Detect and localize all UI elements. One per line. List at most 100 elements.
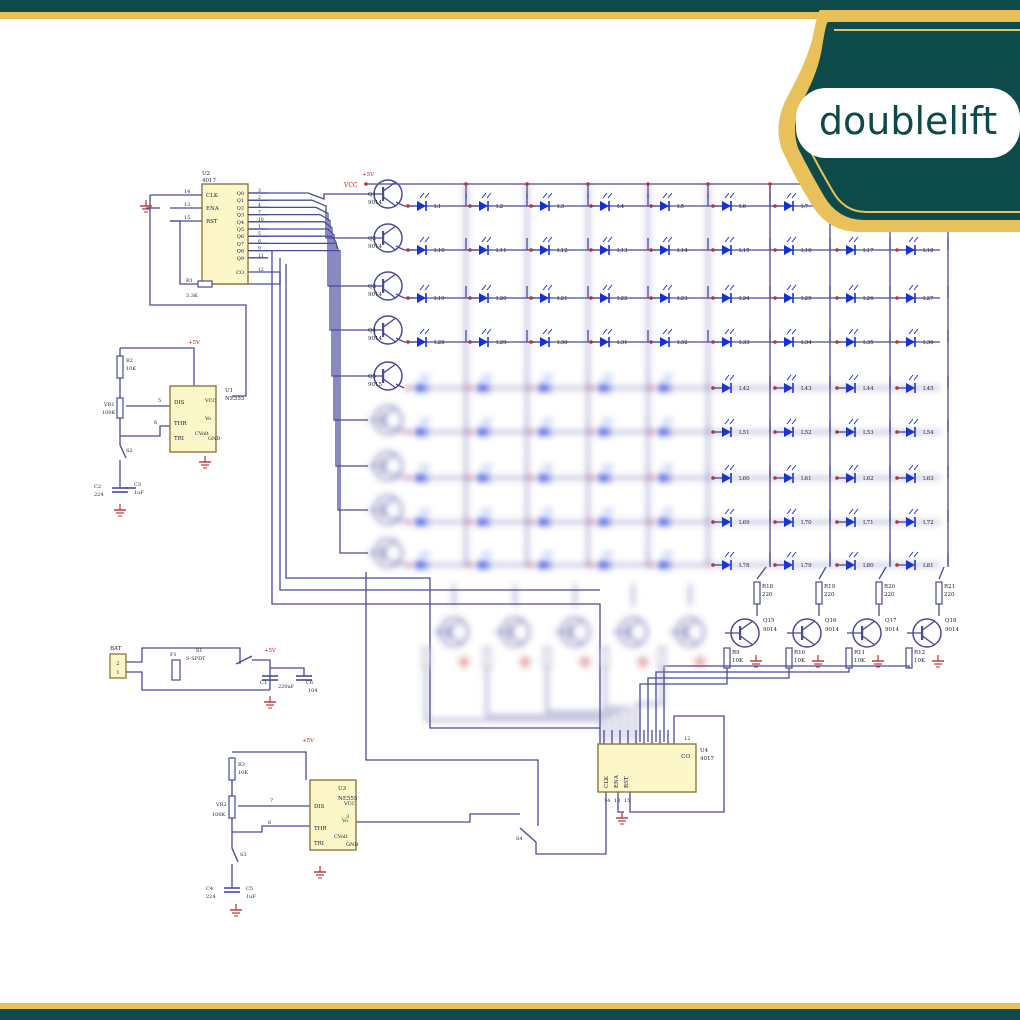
brand-name: doublelift [819, 99, 997, 143]
led-node [649, 386, 653, 390]
led-node [649, 520, 653, 524]
led-ray [547, 464, 553, 471]
u1-pin5: 5 [158, 398, 161, 404]
led-ray [848, 551, 854, 558]
led-ray [424, 374, 430, 381]
transistor-emitter [448, 634, 463, 645]
led-node [589, 296, 593, 300]
s3-blade [231, 847, 239, 863]
led-ray [419, 508, 425, 515]
ground-symbol [750, 655, 762, 668]
led-label: L54 [923, 430, 934, 436]
led-ray [908, 284, 914, 291]
led-label: L5 [677, 204, 685, 210]
led-node [529, 430, 533, 434]
led-ray [791, 236, 797, 243]
led-label: L16 [801, 248, 812, 254]
c6-value: 104 [308, 688, 318, 694]
led-node [406, 204, 410, 208]
led-triangle [600, 245, 609, 255]
base-resistor-value: 10K [732, 658, 744, 664]
base-resistor-value: 10K [914, 658, 926, 664]
u2-pin-number: 7 [258, 210, 261, 216]
transistor-emitter [739, 635, 754, 646]
u1-pin-cv: CVolt [195, 431, 209, 437]
led-ray [667, 284, 673, 291]
bat-pin: 2 [116, 661, 119, 667]
led-triangle [479, 293, 488, 303]
u3-vcc-wire [232, 751, 307, 780]
led-ray [419, 284, 425, 291]
led-ray [786, 464, 792, 471]
rst-wire [170, 220, 200, 285]
led-ray [607, 551, 613, 558]
led [784, 508, 797, 527]
led-ray [602, 284, 608, 291]
led-label: L69 [739, 520, 750, 526]
column-resistor-value: 220 [762, 592, 773, 598]
led-ray [542, 328, 548, 335]
led-ray [853, 418, 859, 425]
transistor-emitter [627, 634, 642, 645]
led-triangle [479, 560, 488, 570]
led-ray [667, 508, 673, 515]
led-triangle [784, 293, 793, 303]
u2-pin-right: CO [236, 270, 244, 276]
s1-blade [235, 655, 253, 665]
u1-pin-vo: Vo [204, 416, 211, 422]
led-ray [486, 284, 492, 291]
led-node [589, 340, 593, 344]
vr1-ref: VR1 [103, 402, 115, 408]
led-ray [667, 192, 673, 199]
led-ray [481, 236, 487, 243]
column-drive-wire [425, 668, 605, 742]
u2-pin-right: Q9 [237, 256, 244, 262]
led-ray [662, 192, 668, 199]
led [784, 464, 797, 483]
row-select-wire [248, 242, 368, 511]
led-triangle [600, 201, 609, 211]
transistor-emitter [382, 288, 397, 299]
transistor-emitter [382, 555, 397, 566]
led-triangle [660, 427, 669, 437]
led [784, 551, 797, 570]
led-ray [786, 418, 792, 425]
led-triangle [784, 201, 793, 211]
column-drive-wire [647, 668, 790, 742]
led [600, 284, 613, 303]
column-resistor [875, 581, 883, 605]
transistor-collector [448, 619, 463, 630]
led-ray [729, 284, 735, 291]
base-resistor [543, 647, 551, 669]
u2-pin-number: 4 [258, 202, 261, 208]
u2-pin-left: ENA [206, 206, 220, 212]
led-ray [481, 328, 487, 335]
led-node [468, 340, 472, 344]
led-ray [853, 508, 859, 515]
led-triangle [600, 337, 609, 347]
led-ray [729, 192, 735, 199]
led-triangle [660, 201, 669, 211]
row-select-wire [248, 235, 368, 467]
base-resistor [845, 647, 853, 669]
led-label: L1 [434, 204, 441, 210]
led-label: L26 [863, 296, 874, 302]
led-triangle [479, 473, 488, 483]
led-node [529, 248, 533, 252]
led-ray [547, 374, 553, 381]
u2-pin-number: 6 [258, 238, 261, 244]
led-ray [724, 236, 730, 243]
transistor-collector [684, 619, 699, 630]
u3-pin-vcc: VCC [343, 801, 355, 807]
led-ray [481, 508, 487, 515]
led [846, 464, 859, 483]
s4-feed-wire [365, 572, 539, 826]
led-ray [481, 551, 487, 558]
led-node [529, 563, 533, 567]
led-triangle [846, 245, 855, 255]
u4-pin: RST [624, 776, 630, 788]
led [540, 284, 553, 303]
led-triangle [540, 517, 549, 527]
led-label: L30 [557, 340, 568, 346]
